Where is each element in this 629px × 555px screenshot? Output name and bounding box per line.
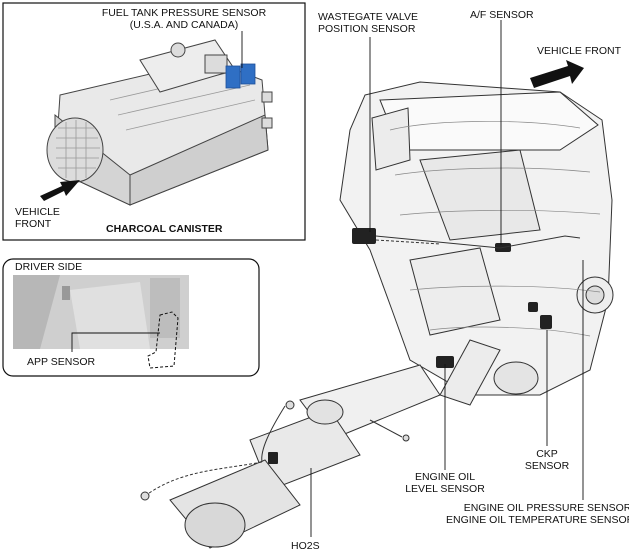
driver-footwell-photo (13, 275, 189, 349)
canister-vehicle-front-label: VEHICLE FRONT (15, 206, 60, 230)
oil-level-sensor-line1: ENGINE OIL (414, 471, 476, 483)
driver-side-title: DRIVER SIDE (15, 261, 83, 273)
oil-pressure-sensor-line2: ENGINE OIL TEMPERATURE SENSOR (446, 514, 629, 526)
fuel-tank-sensor-label-line1: FUEL TANK PRESSURE SENSOR (101, 7, 267, 19)
ckp-sensor-line2: SENSOR (524, 460, 570, 472)
canister-vehicle-front-line2: FRONT (15, 218, 52, 230)
ckp-sensor-label: CKP SENSOR (519, 448, 575, 472)
fuel-tank-pressure-sensor-highlight (225, 63, 256, 89)
engine-vehicle-front-label: VEHICLE FRONT (537, 45, 622, 57)
fuel-tank-sensor-label-line2: (U.S.A. AND CANADA) (129, 19, 239, 31)
app-sensor-pedal-outline (147, 311, 179, 369)
af-sensor-label: A/F SENSOR (470, 9, 534, 21)
ckp-sensor-line1: CKP (536, 448, 558, 460)
engine-vehicle-front-arrow (530, 60, 584, 88)
fuel-tank-sensor-label: FUEL TANK PRESSURE SENSOR (U.S.A. AND CA… (88, 7, 280, 31)
charcoal-canister-title: CHARCOAL CANISTER (106, 223, 223, 235)
oil-level-sensor-label: ENGINE OIL LEVEL SENSOR (400, 471, 490, 495)
oil-level-sensor-line2: LEVEL SENSOR (405, 483, 485, 495)
oil-pressure-sensor-label: ENGINE OIL PRESSURE SENSOR/ ENGINE OIL T… (446, 502, 629, 526)
engine-harness (375, 235, 581, 249)
exhaust-illustration (169, 339, 501, 549)
app-sensor-leader (71, 332, 160, 352)
oil-pressure-sensor-line1: ENGINE OIL PRESSURE SENSOR/ (463, 502, 629, 514)
wastegate-sensor-line2: POSITION SENSOR (318, 23, 416, 35)
ho2s-label: HO2S (291, 540, 320, 552)
ho2s-wiring (140, 400, 410, 501)
engine-leader-lines (310, 20, 584, 537)
canister-vehicle-front-line1: VEHICLE (15, 206, 60, 218)
wastegate-sensor-label: WASTEGATE VALVE POSITION SENSOR (318, 11, 418, 35)
canister-vehicle-front-arrow (40, 180, 80, 201)
charcoal-canister-illustration (46, 39, 273, 206)
wastegate-sensor-line1: WASTEGATE VALVE (318, 11, 418, 23)
app-sensor-label: APP SENSOR (27, 356, 96, 368)
